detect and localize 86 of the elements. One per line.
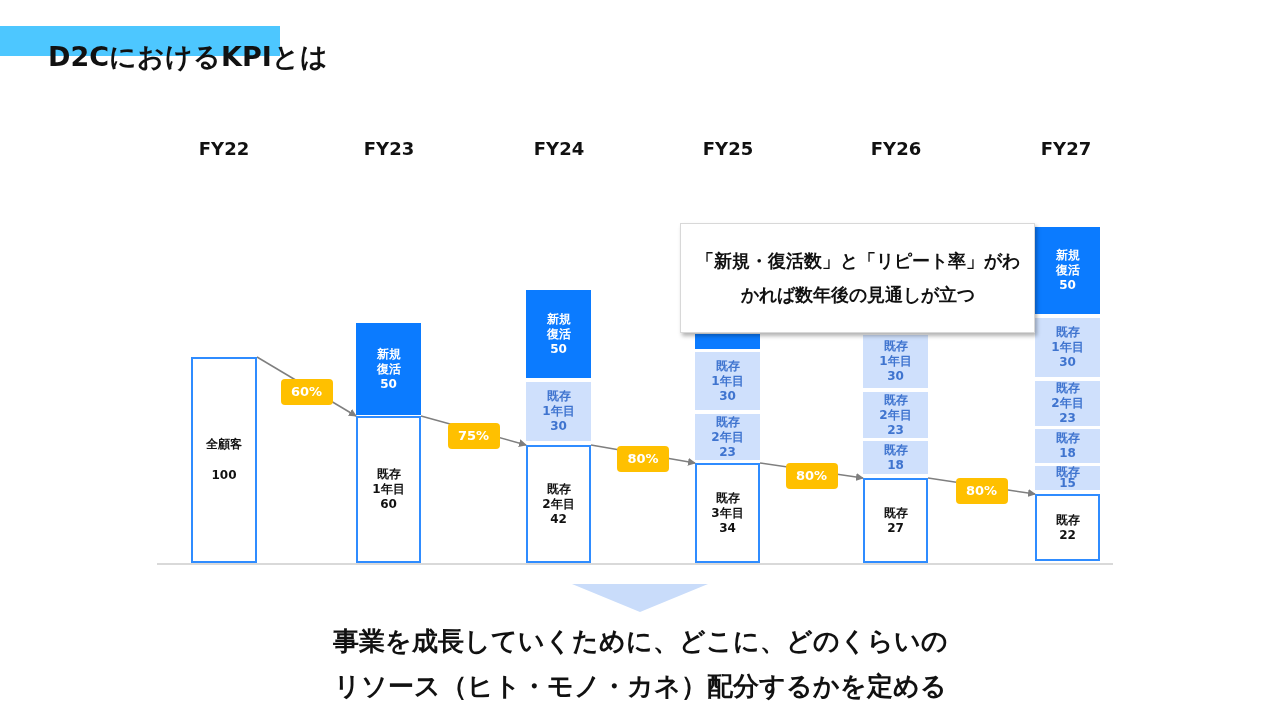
segment-label: 18 [1059, 446, 1076, 461]
retained-customers-bar [863, 441, 928, 474]
year-label: FY23 [362, 138, 416, 159]
segment-label: 23 [719, 444, 736, 460]
year-label: FY26 [869, 138, 923, 159]
segment-label: 既存 [883, 505, 908, 521]
segment-label: 既存 [1055, 381, 1080, 396]
segment-label: 既存 [715, 490, 740, 506]
segment-label: 50 [380, 376, 397, 392]
year-label: FY24 [532, 138, 586, 159]
segment-label: 新規 [546, 311, 571, 327]
segment-label: 2年目 [542, 496, 575, 512]
segment-label: 27 [887, 520, 904, 536]
retained-customers-bar [863, 335, 928, 388]
segment-label: 復活 [376, 361, 401, 377]
conclusion-text: リソース（ヒト・モノ・カネ）配分するかを定める [332, 670, 948, 703]
segment-label: 15 [1059, 478, 1076, 489]
retained-customers-bar [1035, 429, 1100, 463]
existing-customers-bar [191, 357, 257, 563]
segment-label: 30 [887, 369, 904, 384]
segment-label: 3年目 [711, 505, 744, 521]
retained-customers-bar [695, 414, 760, 460]
year-label: FY27 [1039, 138, 1093, 159]
retained-customers-bar [1035, 381, 1100, 426]
retained-customers-bar [1035, 466, 1100, 490]
segment-label: 23 [887, 422, 904, 438]
existing-customers-bar [356, 416, 421, 563]
segment-label: 1年目 [1051, 340, 1084, 355]
rate-badge: 80% [955, 478, 1008, 504]
new-customers-bar [356, 323, 421, 415]
existing-customers-bar [863, 478, 928, 563]
segment-label: 既存 [883, 339, 908, 354]
segment-label: 既存 [1055, 467, 1080, 478]
segment-label: 50 [1059, 278, 1076, 293]
segment-label: 既存 [715, 414, 740, 430]
segment-label: 新規 [1055, 248, 1080, 263]
conclusion-text: 事業を成長していくために、どこに、どのくらいの [331, 625, 949, 658]
segment-label: 1年目 [879, 354, 912, 369]
segment-label: 既存 [546, 481, 571, 497]
segment-label: 既存 [883, 442, 908, 458]
segment-label: 新規 [376, 346, 401, 362]
segment-label: 18 [887, 457, 904, 473]
segment-label: 100 [211, 468, 237, 483]
rate-badge: 60% [280, 378, 333, 405]
segment-label: 30 [719, 388, 736, 404]
segment-label: 30 [550, 419, 567, 434]
segment-label: 50 [550, 341, 567, 357]
retained-customers-bar [1035, 318, 1100, 377]
rate-badge: 80% [785, 462, 838, 489]
rate-badge: 80% [617, 446, 669, 472]
segment-label: 30 [1059, 355, 1076, 370]
retained-customers-bar [526, 382, 591, 441]
segment-label: 全顧客 [206, 437, 242, 452]
segment-label: 既存 [1055, 512, 1080, 528]
segment-label: 34 [719, 520, 736, 536]
year-label: FY25 [701, 138, 755, 159]
segment-label: 既存 [1055, 431, 1080, 446]
new-customers-bar [1035, 227, 1100, 314]
existing-customers-bar [695, 463, 760, 563]
segment-label: 復活 [546, 326, 571, 342]
retained-customers-bar [695, 352, 760, 410]
segment-label: 既存 [1055, 325, 1080, 340]
segment-label: 既存 [376, 467, 401, 482]
segment-label: 2年目 [711, 429, 744, 445]
segment-label: 1年目 [372, 482, 405, 497]
new-customers-bar [526, 290, 591, 378]
segment-label: 22 [1059, 527, 1076, 543]
callout-box [680, 223, 1035, 333]
segment-label: 2年目 [1051, 396, 1084, 411]
rate-badge: 75% [447, 422, 500, 449]
segment-label: 既存 [715, 358, 740, 374]
segment-label: 23 [1059, 411, 1076, 426]
retained-customers-bar [863, 392, 928, 438]
segment-label: 1年目 [711, 373, 744, 389]
segment-label: 復活 [1055, 263, 1080, 278]
year-label: FY22 [197, 138, 251, 159]
segment-label: 既存 [546, 389, 571, 404]
segment-label: 2年目 [879, 407, 912, 423]
existing-customers-bar [1035, 494, 1100, 561]
callout-text: 「新規・復活数」と「リピート率」がわかれば数年後の見通しが立つ [694, 249, 1021, 307]
segment-label: 1年目 [542, 404, 575, 419]
segment-label: 42 [550, 511, 567, 527]
bar [695, 334, 760, 349]
segment-label: 60 [380, 497, 397, 512]
segment-label: 既存 [883, 392, 908, 408]
existing-customers-bar [526, 445, 591, 563]
